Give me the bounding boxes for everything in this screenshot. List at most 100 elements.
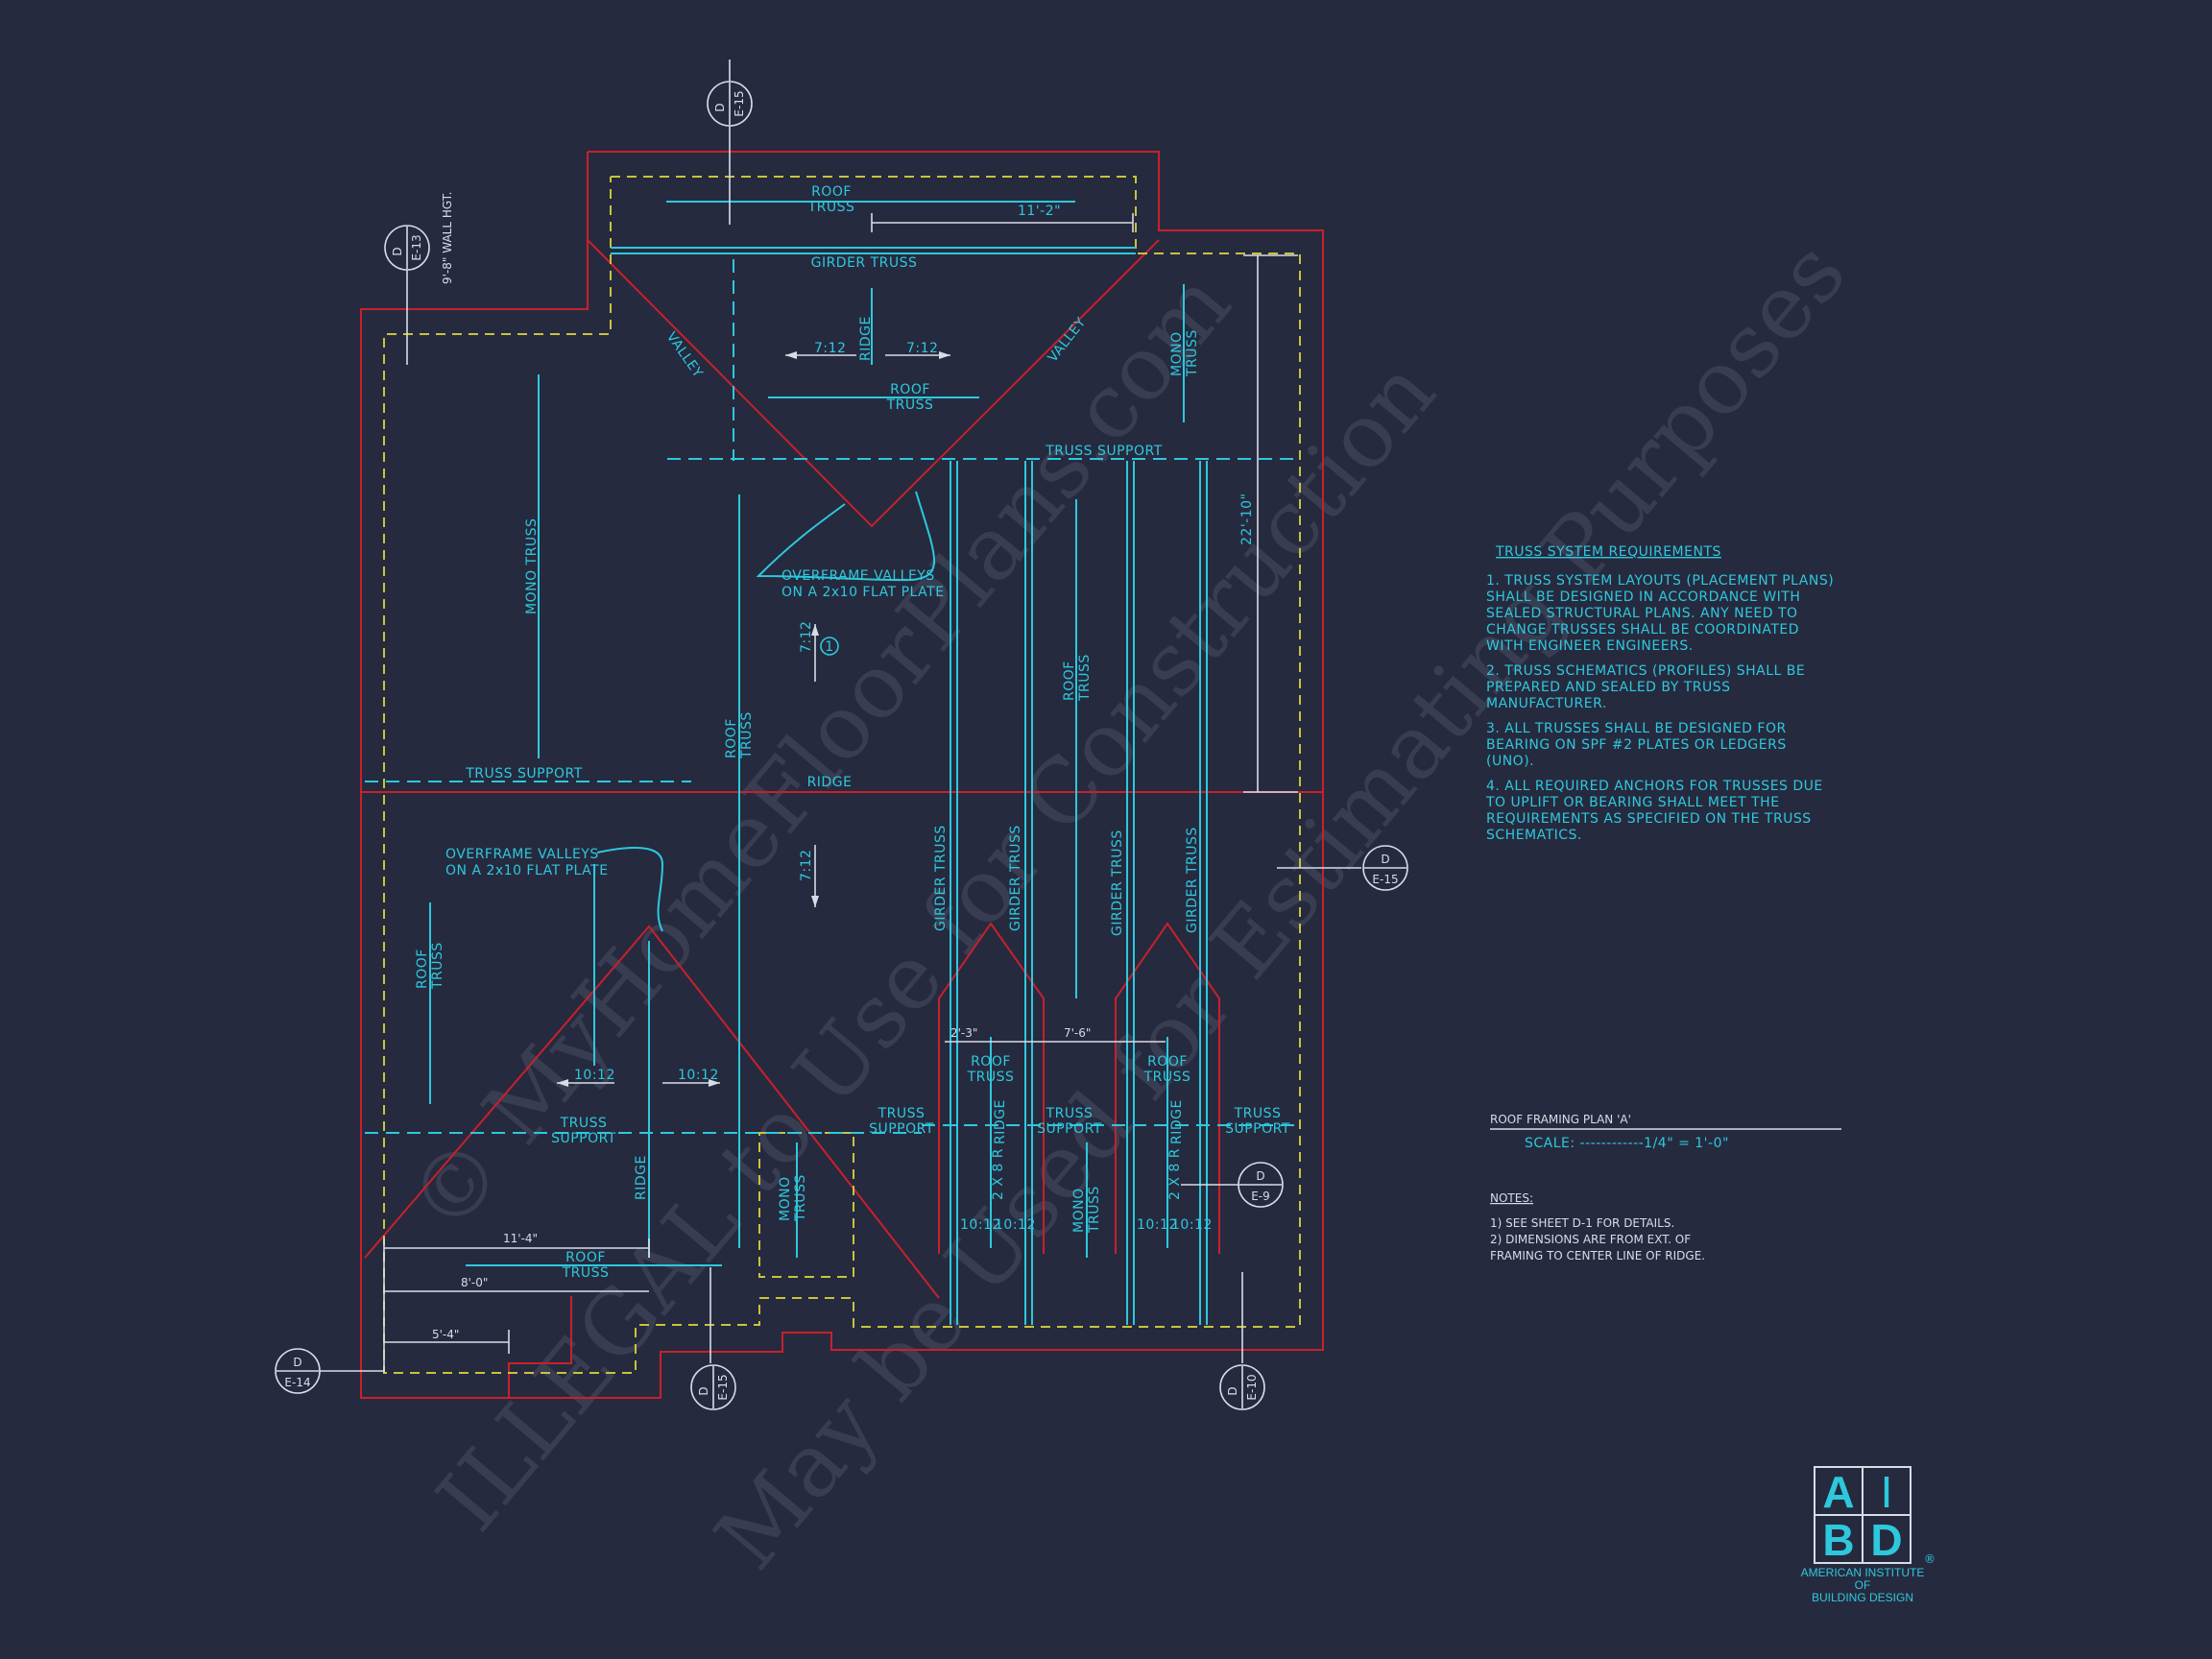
roof-truss-bottom-line1: ROOF bbox=[565, 1250, 606, 1265]
svg-text:D: D bbox=[391, 247, 404, 255]
svg-text:D: D bbox=[293, 1356, 301, 1369]
girder-truss-1: GIRDER TRUSS bbox=[933, 825, 949, 931]
svg-text:D: D bbox=[1256, 1169, 1264, 1183]
girder-truss-top-label: GIRDER TRUSS bbox=[811, 255, 918, 271]
pitch-right-top: 7:12 bbox=[906, 341, 938, 356]
notes-heading: NOTES: bbox=[1490, 1191, 1533, 1205]
pitch-gable-right: 10:12 bbox=[678, 1068, 719, 1083]
svg-text:D: D bbox=[697, 1386, 710, 1395]
svg-text:E-14: E-14 bbox=[284, 1376, 310, 1389]
section-marker-1: D E-13 bbox=[384, 225, 430, 271]
truss-support-b-line2: SUPPORT bbox=[1037, 1121, 1102, 1137]
girder-truss-2: GIRDER TRUSS bbox=[1008, 825, 1023, 931]
mono-truss-right-line1: MONO bbox=[1169, 331, 1185, 376]
req-1-line-5: WITH ENGINEER ENGINEERS. bbox=[1486, 638, 1694, 654]
section-marker-5: D E-14 bbox=[275, 1348, 321, 1394]
dim-5-4: 5'-4" bbox=[432, 1328, 459, 1341]
roof-truss-mid-line2: TRUSS bbox=[739, 711, 755, 759]
req-4-line-4: SCHEMATICS. bbox=[1486, 828, 1582, 843]
plan-scale: SCALE: ------------1/4" = 1'-0" bbox=[1525, 1136, 1729, 1151]
svg-text:E-15: E-15 bbox=[733, 90, 746, 116]
req-2-line-2: PREPARED AND SEALED BY TRUSS bbox=[1486, 680, 1731, 695]
plan-title: ROOF FRAMING PLAN 'A' bbox=[1490, 1113, 1631, 1126]
dim-8-0: 8'-0" bbox=[461, 1276, 488, 1289]
truss-support-top-label: TRUSS SUPPORT bbox=[1045, 444, 1163, 459]
truss-support-gable-line1: TRUSS bbox=[560, 1116, 608, 1131]
section-markers: D E-13 D E-15 D E-15 D E-9 D E-14 D E-15 bbox=[275, 81, 1408, 1410]
svg-text:E-15: E-15 bbox=[1372, 873, 1398, 886]
section-marker-6: D E-15 bbox=[690, 1364, 736, 1410]
svg-text:E-15: E-15 bbox=[716, 1374, 730, 1400]
truss-support-b-line1: TRUSS bbox=[1046, 1106, 1094, 1121]
logo-letter-b: B bbox=[1822, 1515, 1854, 1565]
plan-labels: ROOF TRUSS GIRDER TRUSS RIDGE VALLEY VAL… bbox=[415, 184, 1290, 1281]
girder-truss-4: GIRDER TRUSS bbox=[1185, 827, 1200, 933]
svg-text:D: D bbox=[1381, 853, 1389, 866]
pitch-end2-left: 10:12 bbox=[1137, 1217, 1178, 1233]
aibd-logo: A I B D ® AMERICAN INSTITUTE OF BUILDING… bbox=[1801, 1466, 1936, 1604]
truss-support-c-line2: SUPPORT bbox=[1225, 1121, 1290, 1137]
roof-truss-valley-line2: TRUSS bbox=[886, 397, 934, 413]
mono-truss-mid-line1: MONO bbox=[1071, 1188, 1087, 1233]
roof-truss-left-line1: ROOF bbox=[415, 949, 430, 989]
roof-truss-valley-line1: ROOF bbox=[890, 382, 930, 397]
ridge-gable-label: RIDGE bbox=[634, 1155, 649, 1200]
req-3-line-3: (UNO). bbox=[1486, 754, 1534, 769]
pitch-vertical-lower: 7:12 bbox=[799, 850, 814, 881]
svg-text:E-10: E-10 bbox=[1245, 1374, 1259, 1400]
roof-truss-end2-line1: ROOF bbox=[1147, 1054, 1188, 1070]
svg-text:E-13: E-13 bbox=[410, 234, 423, 260]
notes-block: NOTES: 1) SEE SHEET D-1 FOR DETAILS. 2) … bbox=[1490, 1191, 1705, 1262]
roof-truss-top-line1: ROOF bbox=[811, 184, 852, 200]
pitch-end1-right: 10:12 bbox=[995, 1217, 1036, 1233]
plan-title-block: ROOF FRAMING PLAN 'A' SCALE: -----------… bbox=[1490, 1113, 1841, 1151]
roof-truss-right-line2: TRUSS bbox=[1077, 654, 1093, 702]
dim-2-3: 2'-3" bbox=[950, 1026, 977, 1040]
logo-registered: ® bbox=[1924, 1552, 1936, 1566]
truss-support-left-label: TRUSS SUPPORT bbox=[465, 766, 583, 781]
roof-truss-right-line1: ROOF bbox=[1062, 661, 1077, 701]
truss-support-a-line1: TRUSS bbox=[878, 1106, 926, 1121]
ridge-main-label: RIDGE bbox=[807, 775, 853, 790]
mono-truss-small-line1: MONO bbox=[778, 1176, 793, 1221]
lumber-end1-label: 2 X 8 R bbox=[991, 1148, 1006, 1200]
req-1-line-4: CHANGE TRUSSES SHALL BE COORDINATED bbox=[1486, 622, 1799, 637]
logo-caption-3: BUILDING DESIGN bbox=[1812, 1591, 1913, 1604]
roof-truss-mid-line1: ROOF bbox=[724, 718, 739, 758]
req-4-line-3: REQUIREMENTS AS SPECIFIED ON THE TRUSS bbox=[1486, 811, 1812, 827]
framing-lines bbox=[365, 201, 1296, 1325]
note-1: 1) SEE SHEET D-1 FOR DETAILS. bbox=[1490, 1216, 1674, 1230]
mono-truss-left-label: MONO TRUSS bbox=[524, 518, 540, 614]
overframe-top-line1: OVERFRAME VALLEYS bbox=[781, 568, 935, 584]
section-marker-3: D E-15 bbox=[1362, 845, 1408, 891]
req-4-line-1: 4. ALL REQUIRED ANCHORS FOR TRUSSES DUE bbox=[1486, 779, 1823, 794]
ridge-top-label: RIDGE bbox=[858, 316, 874, 361]
keynote-bubble bbox=[820, 637, 839, 656]
req-2-line-3: MANUFACTURER. bbox=[1486, 696, 1607, 711]
svg-text:E-9: E-9 bbox=[1251, 1190, 1270, 1203]
req-1-line-3: SEALED STRUCTURAL PLANS. ANY NEED TO bbox=[1486, 606, 1798, 621]
truss-support-c-line1: TRUSS bbox=[1234, 1106, 1282, 1121]
logo-caption-2: OF bbox=[1855, 1578, 1871, 1592]
req-3-line-2: BEARING ON SPF #2 PLATES OR LEDGERS bbox=[1486, 737, 1787, 753]
section-marker-7: D E-10 bbox=[1219, 1364, 1265, 1410]
note-2: 2) DIMENSIONS ARE FROM EXT. OF bbox=[1490, 1233, 1691, 1246]
dim-7-6: 7'-6" bbox=[1064, 1026, 1091, 1040]
lumber-end2-label: 2 X 8 R bbox=[1167, 1148, 1183, 1200]
ridge-end2-label: RIDGE bbox=[1169, 1099, 1185, 1144]
requirements-title: TRUSS SYSTEM REQUIREMENTS bbox=[1495, 544, 1721, 560]
logo-letter-d: D bbox=[1870, 1515, 1902, 1565]
req-2-line-1: 2. TRUSS SCHEMATICS (PROFILES) SHALL BE bbox=[1486, 663, 1805, 679]
watermark-line-3: May be Used for Estimating Purposes bbox=[696, 222, 1865, 1588]
section-marker-2: D E-15 bbox=[707, 81, 753, 127]
pitch-end1-left: 10:12 bbox=[960, 1217, 1001, 1233]
roof-truss-left-line2: TRUSS bbox=[430, 942, 445, 990]
logo-letter-i: I bbox=[1881, 1467, 1893, 1517]
dimension-lines bbox=[294, 60, 1361, 1373]
pitch-left-top: 7:12 bbox=[814, 341, 846, 356]
svg-text:D: D bbox=[713, 103, 727, 111]
mono-truss-small-line2: TRUSS bbox=[793, 1174, 808, 1222]
keynote-number: 1 bbox=[825, 639, 833, 655]
roof-truss-top-line2: TRUSS bbox=[807, 200, 855, 215]
